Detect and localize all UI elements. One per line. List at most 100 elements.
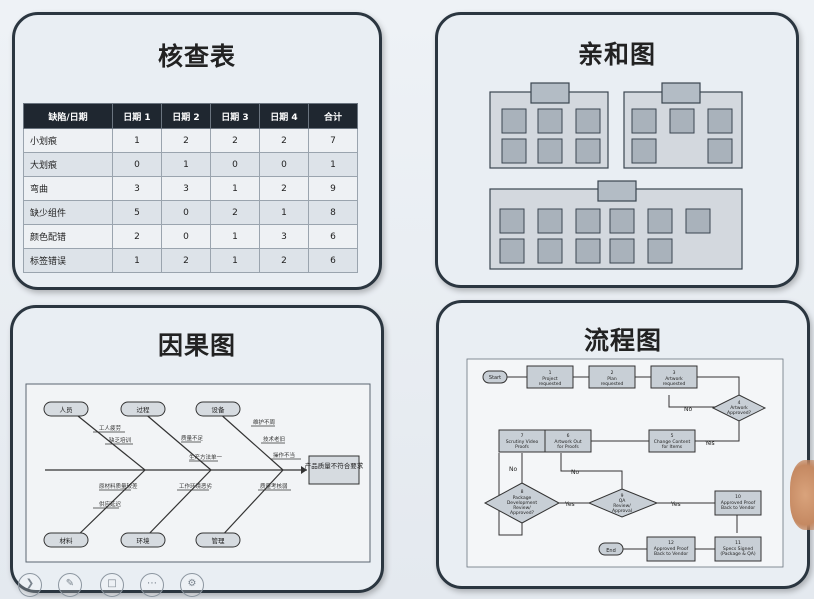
flow-branch-label: No <box>509 466 517 473</box>
affinity-card <box>499 238 525 264</box>
flowchart-title: 流程图 <box>583 326 662 355</box>
eraser-icon[interactable]: □ <box>100 573 124 597</box>
flowchart-diagram: Start End 1 Project requested 2 Plan req… <box>466 358 784 568</box>
flow-decision-text: Approved? <box>510 510 535 516</box>
flow-step-text: Artwork <box>665 376 683 382</box>
flow-step-box <box>650 365 698 389</box>
table-cell: 7 <box>308 128 358 153</box>
table-cell: 小划痕 <box>23 128 113 153</box>
pen-icon[interactable]: ✎ <box>58 573 82 597</box>
more-icon[interactable]: ⋯ <box>140 573 164 597</box>
flow-step-text: Back to Vendor <box>721 505 755 511</box>
affinity-card <box>707 138 733 164</box>
table-cell: 0 <box>161 200 211 225</box>
table-cell: 2 <box>161 128 211 153</box>
table-cell: 1 <box>210 176 260 201</box>
flow-step-text: Change Content <box>654 439 691 445</box>
flow-step-text: Approved Proof <box>721 500 756 506</box>
table-cell: 6 <box>308 224 358 249</box>
table-cell: 5 <box>112 200 162 225</box>
table-cell: 2 <box>259 248 309 273</box>
table-cell: 2 <box>161 248 211 273</box>
cause-label: 供应延迟 <box>99 500 122 508</box>
category-label: 环境 <box>137 536 151 545</box>
flow-terminal-start <box>482 370 508 384</box>
table-cell: 0 <box>259 152 309 177</box>
table-header-cell: 缺陷/日期 <box>23 103 113 129</box>
flow-step-text: Specs Signed <box>723 546 753 552</box>
table-cell: 2 <box>259 128 309 153</box>
category-box <box>120 532 166 548</box>
flow-decision-text: Package <box>513 495 532 501</box>
table-header-cell: 日期 2 <box>161 103 211 129</box>
flow-terminal-end <box>598 542 624 556</box>
flow-decision-text: Artwork <box>730 405 748 411</box>
flow-decision-text: Review/ <box>613 503 631 509</box>
table-cell: 1 <box>112 128 162 153</box>
flow-step-text: for Proofs <box>557 444 579 450</box>
affinity-card <box>647 238 673 264</box>
affinity-card <box>631 108 657 134</box>
table-cell: 6 <box>308 248 358 273</box>
settings-icon[interactable]: ⚙ <box>180 573 204 597</box>
affinity-card <box>575 238 601 264</box>
category-label: 管理 <box>212 536 226 545</box>
table-cell: 1 <box>112 248 162 273</box>
table-cell: 2 <box>210 200 260 225</box>
affinity-card <box>537 238 563 264</box>
affinity-panel: 亲和图 <box>435 12 799 288</box>
table-cell: 0 <box>112 152 162 177</box>
fishbone-diagram: 产品质量不符合要求 人员 过程 设备 材料 环境 管理 工人疲劳 缺乏培训 质量… <box>25 383 371 563</box>
check-sheet-title: 核查表 <box>157 42 236 71</box>
arrow-icon[interactable]: ❯ <box>18 573 42 597</box>
fishbone-arrowhead <box>301 466 307 474</box>
fishbone-bone <box>72 411 146 471</box>
category-box <box>195 532 241 548</box>
table-cell: 2 <box>210 128 260 153</box>
flow-arrow <box>695 421 740 442</box>
table-cell: 1 <box>308 152 358 177</box>
table-cell: 3 <box>112 176 162 201</box>
category-box <box>43 401 89 417</box>
fishbone-bone <box>142 411 212 471</box>
affinity-card <box>575 208 601 234</box>
flow-branch-label: Yes <box>704 440 715 447</box>
flow-step-number: 10 <box>735 494 741 500</box>
cause-label: 维护不周 <box>253 418 275 426</box>
affinity-card <box>537 138 563 164</box>
affinity-card <box>575 108 601 134</box>
affinity-card <box>501 108 527 134</box>
table-row: 小划痕 1 2 2 2 7 <box>23 128 358 153</box>
category-label: 过程 <box>137 405 151 414</box>
flow-arrow <box>560 453 623 491</box>
flow-step-box <box>646 536 696 562</box>
flow-end-label: End <box>606 548 616 554</box>
flow-decision <box>587 488 659 518</box>
flow-step-box <box>526 365 574 389</box>
cause-label: 生产方法单一 <box>189 453 223 461</box>
table-cell: 标签错误 <box>23 248 113 273</box>
flow-step-text: for Items <box>662 444 683 450</box>
flow-decision-number: 8 <box>521 489 524 495</box>
cause-label: 质量不足 <box>181 434 204 442</box>
flow-step-number: 5 <box>671 433 674 439</box>
flow-branch-label: No <box>571 469 579 476</box>
flow-step-text: requested <box>601 381 624 387</box>
table-cell: 8 <box>308 200 358 225</box>
fishbone-head-label: 产品质量不符合要求 <box>305 461 364 470</box>
flow-decision-text: Approval <box>612 508 632 514</box>
flow-step-number: 11 <box>735 540 741 546</box>
fishbone-panel: 因果图 产品质量不符合要求 <box>10 305 384 593</box>
affinity-diagram <box>489 82 743 270</box>
flow-step-box <box>588 365 636 389</box>
flow-arrow <box>697 376 740 395</box>
affinity-card <box>609 238 635 264</box>
flow-step-text: Proofs <box>515 444 529 450</box>
flow-branch-label: Yes <box>564 501 575 508</box>
affinity-card <box>647 208 673 234</box>
table-cell: 0 <box>210 152 260 177</box>
cause-label: 缺乏培训 <box>109 436 132 444</box>
affinity-card <box>575 138 601 164</box>
flow-decision-text: Development <box>507 500 538 506</box>
flow-start-label: Start <box>489 375 501 381</box>
